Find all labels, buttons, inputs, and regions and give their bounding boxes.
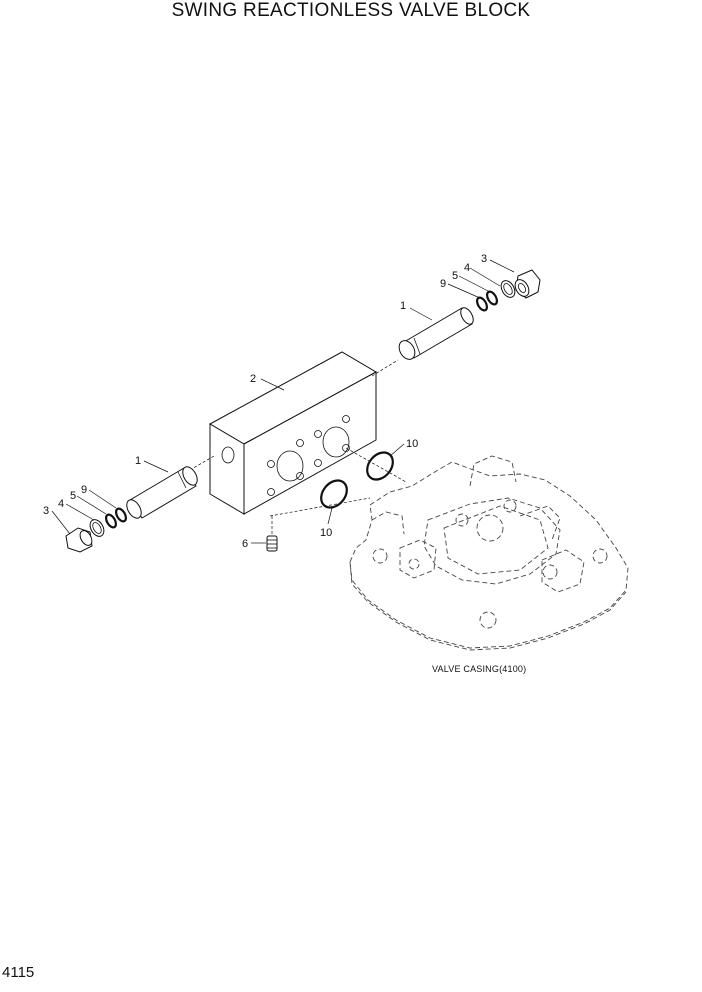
lower-seal-stack [89,507,128,537]
o-ring-lower [320,479,348,509]
valve-block [208,351,378,515]
page-title: SWING REACTIONLESS VALVE BLOCK [171,0,531,21]
page-number: 4115 [2,964,35,981]
callout-2: 2 [250,373,256,385]
spool-upper [398,307,474,360]
callout-5-lower: 5 [70,490,76,502]
valve-casing-caption: VALVE CASING(4100) [432,664,526,674]
plug-upper [514,269,541,299]
callout-1-lower: 1 [135,455,141,467]
alignment-lines [189,359,407,517]
set-screw [266,516,278,552]
callout-4-lower: 4 [58,498,64,510]
callout-5-upper: 5 [452,270,458,282]
spool-lower [126,466,198,519]
callout-3-upper: 3 [481,253,487,265]
o-ring-upper [366,451,394,481]
leader-lines [51,259,515,544]
callout-10-upper: 10 [406,438,418,450]
callout-1-upper: 1 [400,300,406,312]
valve-casing-outline [349,455,629,651]
callouts: 1 2 3 4 5 9 1 3 4 5 9 6 10 10 [43,253,487,550]
callout-10-lower: 10 [320,527,332,539]
callout-9-upper: 9 [440,278,446,290]
callout-9-lower: 9 [81,484,87,496]
upper-seal-stack [475,280,516,312]
callout-4-upper: 4 [464,262,470,274]
plug-lower [65,527,93,553]
callout-3-lower: 3 [43,505,49,517]
callout-6: 6 [242,538,248,550]
